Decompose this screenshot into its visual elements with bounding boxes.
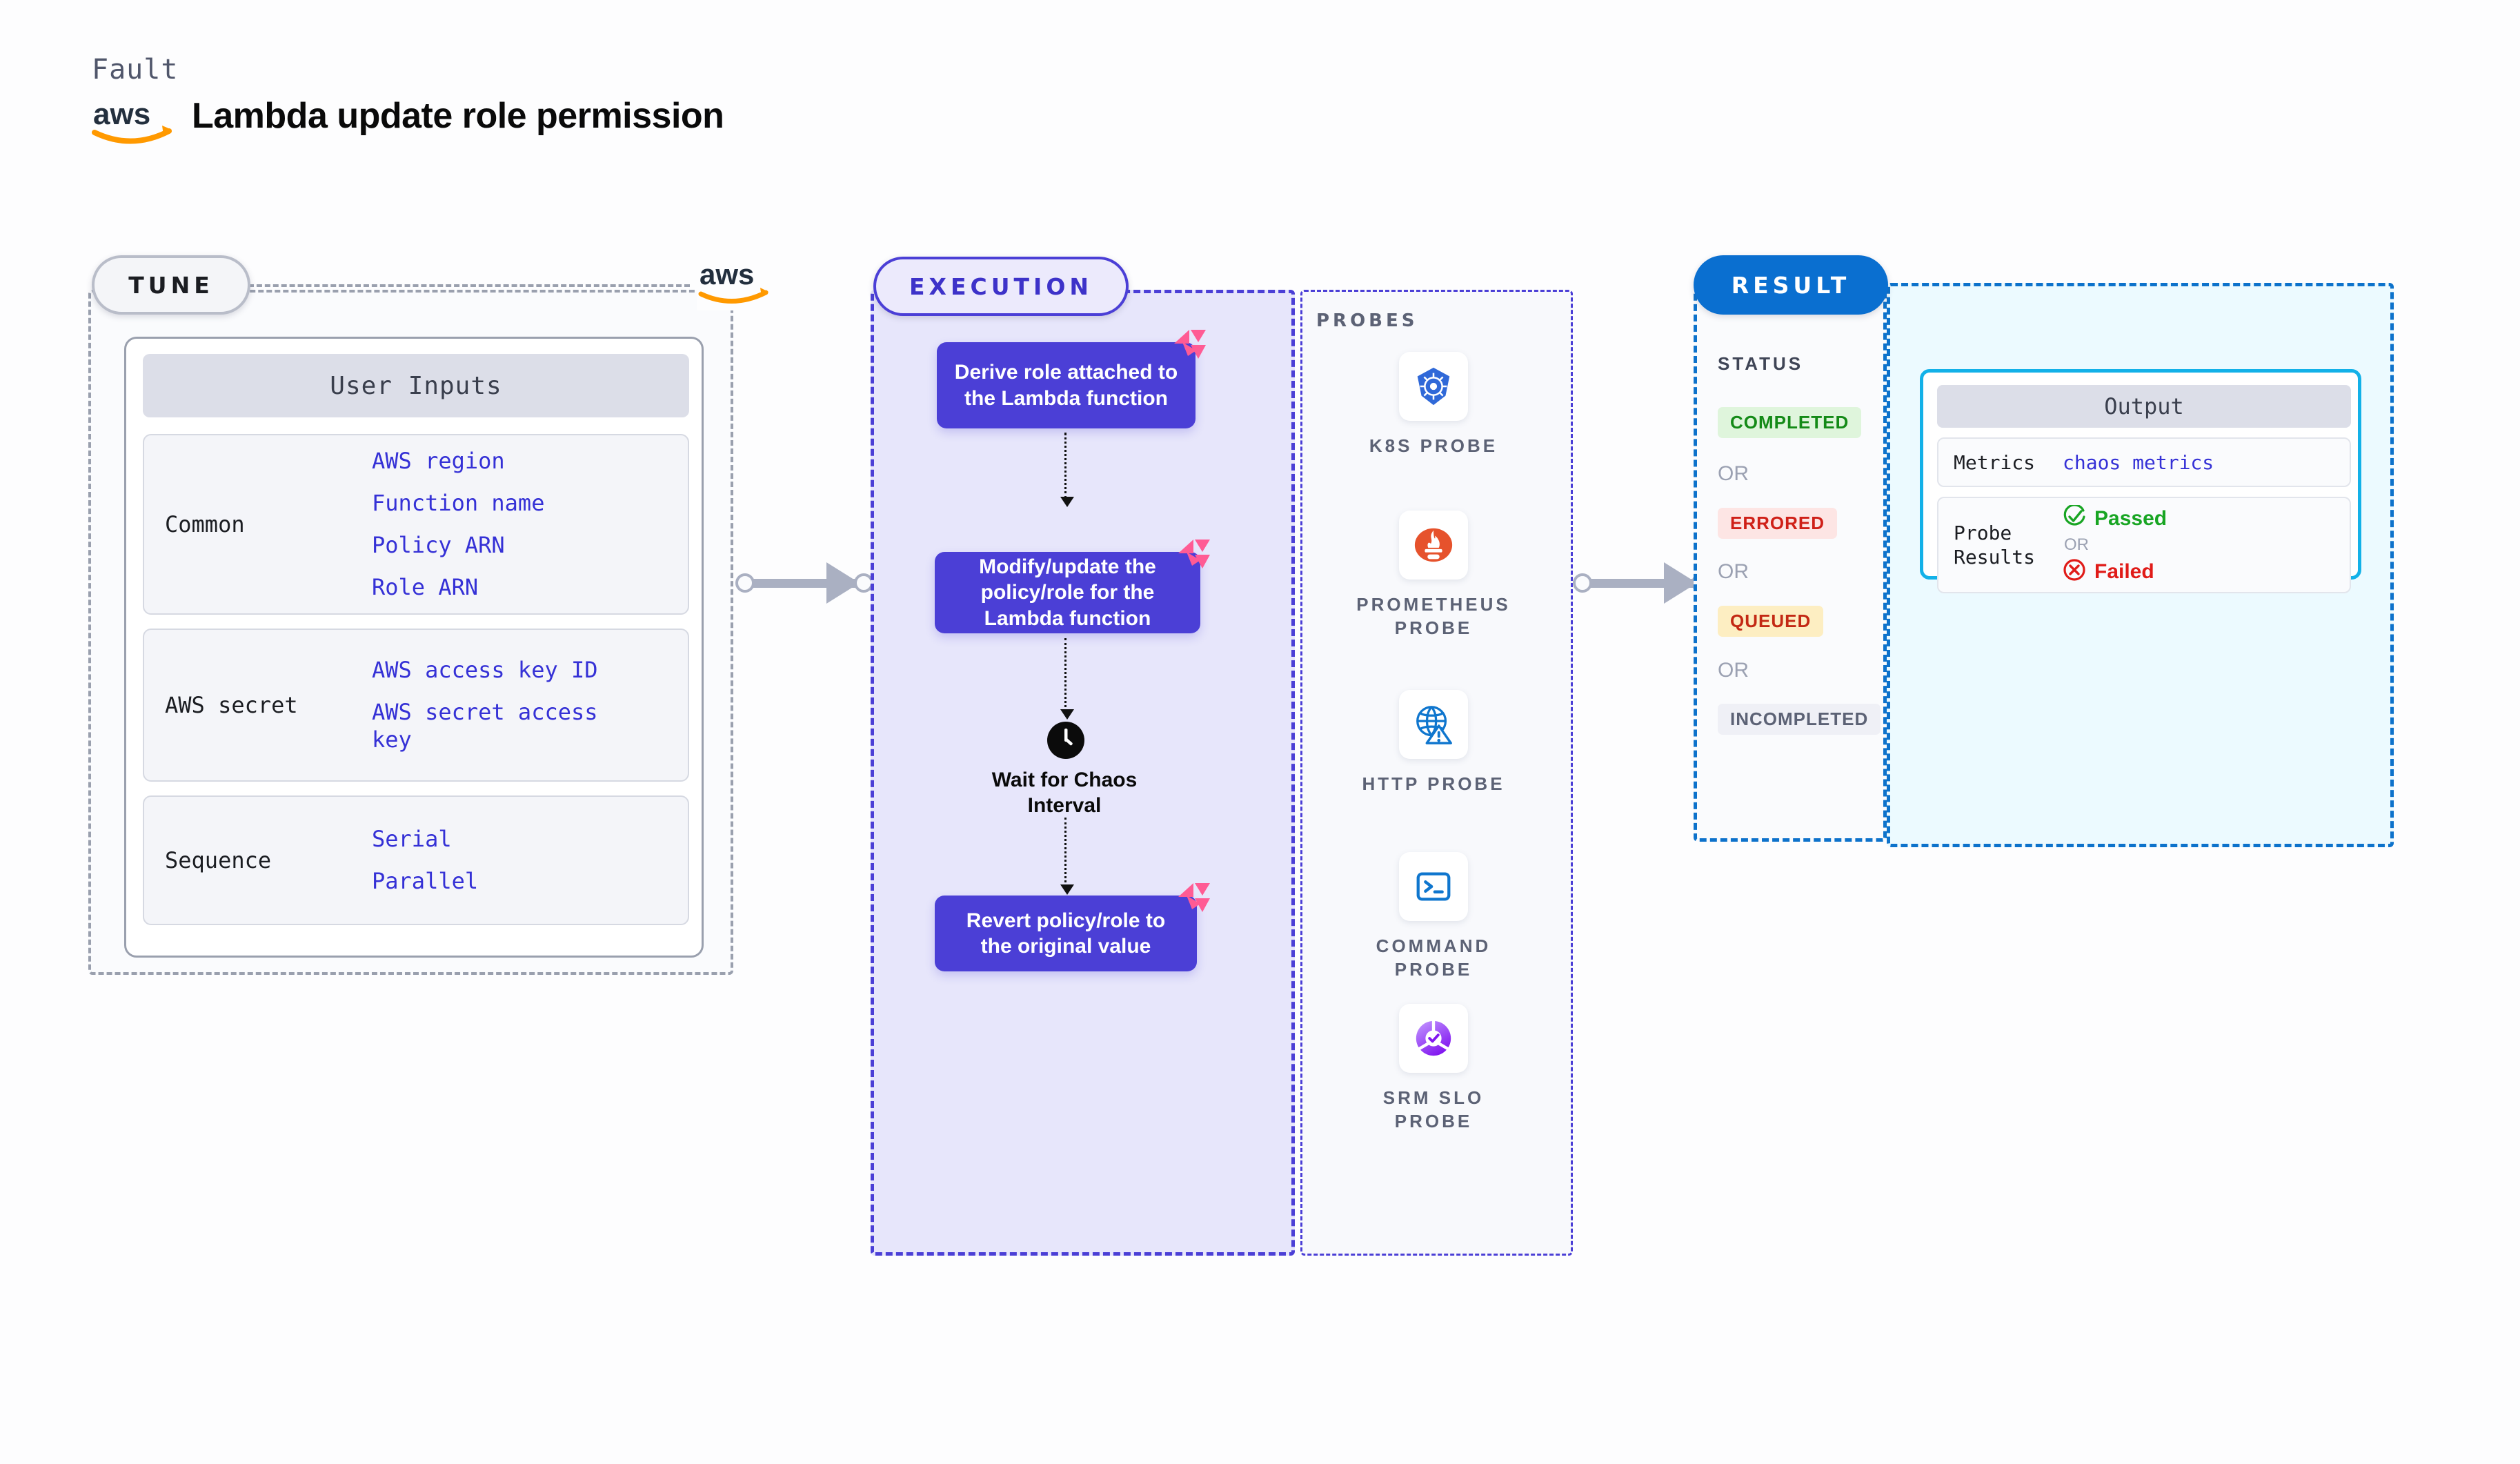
status-badge: QUEUED — [1718, 606, 1824, 637]
connector-dot-start — [1573, 573, 1592, 593]
aws-logo-icon: aws — [92, 97, 175, 146]
page-title: Lambda update role permission — [192, 96, 724, 136]
input-item[interactable]: AWS secret access key — [372, 699, 598, 753]
input-group-label: Sequence — [165, 847, 272, 873]
execution-step-1[interactable]: Derive role attached to the Lambda funct… — [937, 342, 1195, 428]
probe-item-command[interactable]: COMMAND PROBE — [1354, 852, 1513, 982]
input-item[interactable]: Policy ARN — [372, 532, 505, 558]
probe-result-failed: Failed — [2063, 558, 2167, 585]
passed-label: Passed — [2094, 506, 2167, 530]
output-row-probe-results: Probe Results Passed OR — [1937, 497, 2351, 593]
terminal-icon — [1399, 852, 1468, 921]
wait-for-chaos-interval-label: Wait for Chaos Interval — [991, 769, 1138, 818]
user-inputs-card: User Inputs Common AWS region Function n… — [124, 337, 704, 958]
tune-aws-logo-icon: aws — [697, 254, 771, 310]
input-item[interactable]: Parallel — [372, 868, 479, 894]
result-badge: RESULT — [1694, 255, 1888, 315]
failed-label: Failed — [2094, 560, 2154, 583]
litmus-logo-icon — [1177, 538, 1213, 570]
input-group-label: Common — [165, 511, 245, 537]
probe-item-prometheus[interactable]: PROMETHEUS PROBE — [1354, 511, 1513, 640]
clock-icon — [1047, 722, 1084, 759]
flow-arrow-1 — [1060, 433, 1074, 507]
output-row-metrics: Metrics chaos metrics — [1937, 437, 2351, 487]
litmus-logo-icon — [1177, 882, 1213, 913]
status-or-label: OR — [1718, 659, 1749, 682]
execution-step-3[interactable]: Revert policy/role to the original value — [935, 896, 1197, 971]
status-badge: INCOMPLETED — [1718, 704, 1881, 735]
svg-text:aws: aws — [93, 97, 150, 131]
fault-eyebrow: Fault — [92, 54, 179, 86]
flow-arrow-2 — [1060, 638, 1074, 720]
input-item[interactable]: Serial — [372, 825, 452, 852]
srm-slo-icon — [1399, 1004, 1468, 1073]
http-globe-warning-icon — [1399, 690, 1468, 759]
input-item[interactable]: Role ARN — [372, 574, 479, 601]
output-card-title: Output — [1937, 385, 2351, 428]
status-badge: ERRORED — [1718, 508, 1838, 539]
litmus-logo-icon — [1173, 328, 1209, 360]
probe-item-srm-slo[interactable]: SRM SLO PROBE — [1354, 1004, 1513, 1134]
input-group-sequence: Sequence Serial Parallel — [143, 795, 689, 925]
input-group-common: Common AWS region Function name Policy A… — [143, 434, 689, 615]
x-circle-icon — [2063, 558, 2086, 585]
metrics-label: Metrics — [1954, 451, 2036, 474]
probe-item-k8s[interactable]: K8S PROBE — [1354, 352, 1513, 458]
probe-label: COMMAND PROBE — [1376, 936, 1491, 980]
connector-dot-start — [735, 573, 755, 593]
metrics-value[interactable]: chaos metrics — [2063, 451, 2214, 474]
tune-badge: TUNE — [92, 255, 250, 315]
probe-label: HTTP PROBE — [1362, 773, 1505, 794]
kubernetes-icon — [1399, 352, 1468, 421]
status-title: STATUS — [1718, 353, 1804, 374]
output-card: Output Metrics chaos metrics Probe Resul… — [1920, 369, 2361, 593]
input-group-label: AWS secret — [165, 692, 298, 718]
execution-step-2[interactable]: Modify/update the policy/role for the La… — [935, 552, 1200, 633]
input-item[interactable]: Function name — [372, 489, 545, 516]
input-item[interactable]: AWS access key ID — [372, 657, 598, 684]
probe-label: K8S PROBE — [1369, 435, 1498, 456]
prometheus-icon — [1399, 511, 1468, 580]
user-inputs-title: User Inputs — [143, 354, 689, 417]
status-badge: COMPLETED — [1718, 407, 1862, 438]
probes-panel-body — [1300, 290, 1573, 1256]
probe-results-label: Probe Results — [1954, 522, 2036, 568]
connector-tune-to-execution — [730, 562, 879, 604]
probes-title: PROBES — [1316, 310, 1418, 331]
tune-connector-dash — [248, 284, 690, 287]
result-panel — [1694, 290, 1887, 842]
probe-label: PROMETHEUS PROBE — [1356, 594, 1511, 638]
status-or-label: OR — [1718, 462, 1749, 485]
probe-label: SRM SLO PROBE — [1382, 1087, 1485, 1131]
result-panel-body — [1694, 290, 1887, 842]
execution-panel-body — [871, 290, 1295, 1256]
input-item[interactable]: AWS region — [372, 447, 505, 474]
svg-text:aws: aws — [700, 258, 754, 290]
status-or-label: OR — [1718, 560, 1749, 583]
probe-result-passed: Passed — [2063, 504, 2167, 532]
execution-panel — [871, 290, 1295, 1256]
input-group-aws-secret: AWS secret AWS access key ID AWS secret … — [143, 629, 689, 782]
probe-item-http[interactable]: HTTP PROBE — [1354, 690, 1513, 796]
flow-arrow-3 — [1060, 818, 1074, 895]
execution-badge: EXECUTION — [873, 257, 1129, 316]
probe-result-or-label: OR — [2064, 535, 2089, 554]
check-circle-icon — [2063, 504, 2086, 532]
probes-panel — [1300, 290, 1573, 1256]
